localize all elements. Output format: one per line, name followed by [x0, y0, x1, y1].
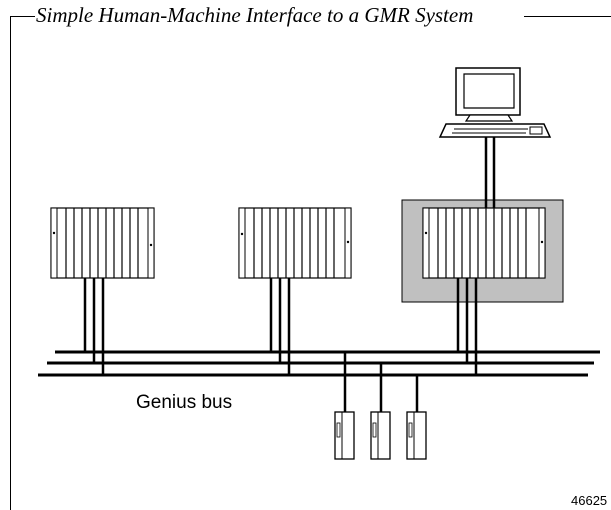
- genius-bus-label: Genius bus: [136, 392, 233, 413]
- computer-terminal-icon: [438, 67, 552, 138]
- plc-rack-2-icon: [238, 207, 352, 279]
- frame-top-left-border: [10, 16, 35, 17]
- plc-rack-3-icon: [422, 207, 546, 279]
- frame-left-border: [10, 16, 11, 510]
- figure-title: Simple Human-Machine Interface to a GMR …: [36, 3, 474, 27]
- io-block-1-icon: [334, 411, 355, 460]
- plc-rack-1-icon: [50, 207, 155, 279]
- frame-top-right-border: [524, 16, 611, 17]
- figure-number: 46625: [571, 493, 608, 508]
- io-block-2-icon: [370, 411, 391, 460]
- io-block-3-icon: [406, 411, 427, 460]
